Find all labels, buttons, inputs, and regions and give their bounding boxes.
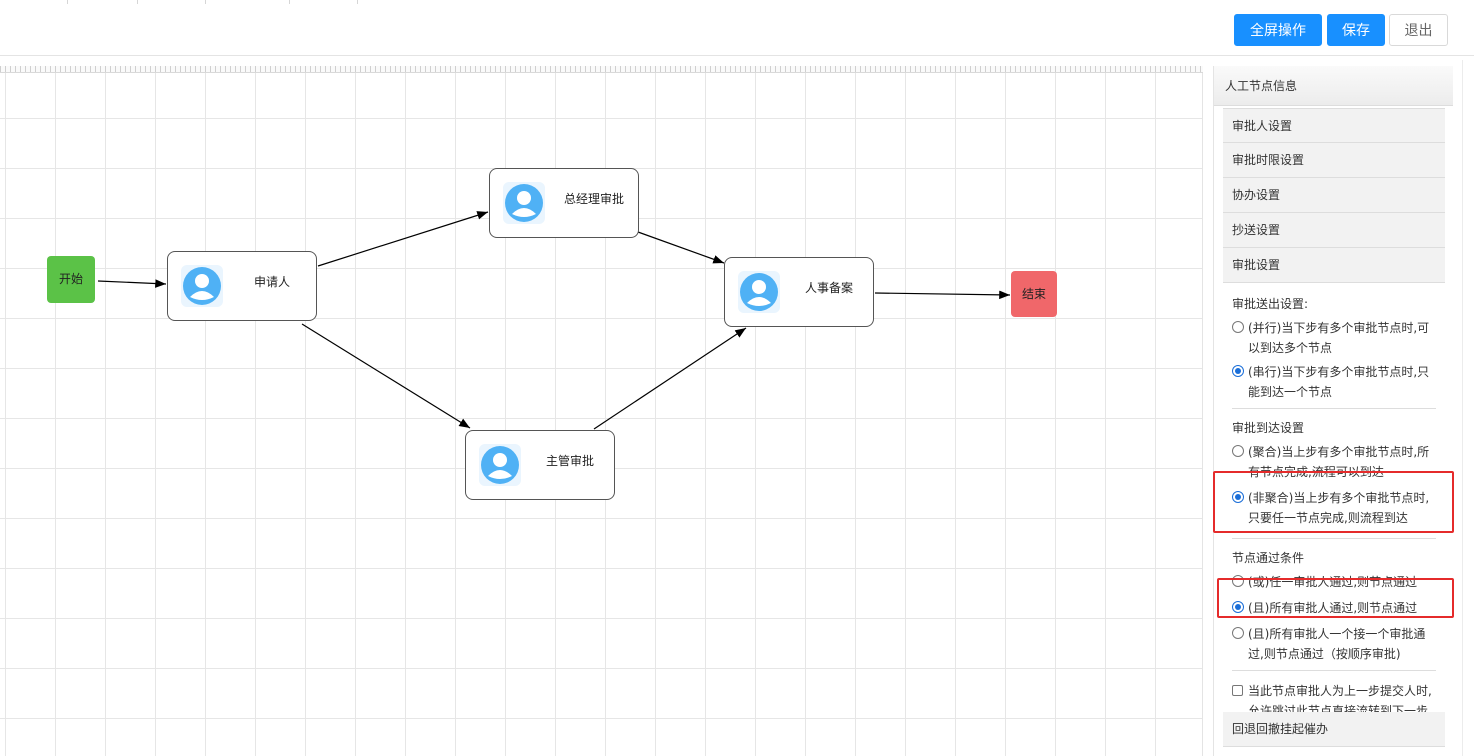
exit-button[interactable]: 退出	[1389, 14, 1448, 46]
flow-canvas[interactable]: 开始 结束 申请人 总经理审批 主管审批	[0, 66, 1203, 756]
task-node-hr-record[interactable]: 人事备案	[724, 257, 874, 327]
scrollbar[interactable]	[1462, 60, 1474, 756]
tab[interactable]	[290, 0, 358, 4]
panel-title: 人工节点信息	[1214, 66, 1453, 106]
radio-checked[interactable]	[1232, 491, 1244, 503]
tab-active[interactable]	[138, 0, 206, 4]
section-approver-settings[interactable]: 审批人设置	[1223, 108, 1445, 143]
task-node-supervisor-approval[interactable]: 主管审批	[465, 430, 615, 500]
option-label: (并行)当下步有多个审批节点时,可以到达多个节点	[1248, 321, 1430, 355]
section-rollback-settings[interactable]: 回退回撤挂起催办	[1223, 712, 1445, 747]
pass-option-sequential[interactable]: (且)所有审批人一个接一个审批通过,则节点通过（按顺序审批)	[1232, 624, 1436, 664]
edge-start-applicant[interactable]	[97, 279, 167, 288]
user-avatar-icon	[738, 271, 780, 313]
section-co-handle-settings[interactable]: 协办设置	[1223, 178, 1445, 213]
radio-checked[interactable]	[1232, 365, 1244, 377]
arrive-setting-title: 审批到达设置	[1232, 421, 1305, 435]
divider	[1232, 408, 1436, 409]
radio-unchecked[interactable]	[1232, 575, 1244, 587]
arrive-option-non-aggregate[interactable]: (非聚合)当上步有多个审批节点时,只要任一节点完成,则流程到达	[1232, 488, 1436, 528]
section-time-limit-settings[interactable]: 审批时限设置	[1223, 143, 1445, 178]
edge-supervisor-hr[interactable]	[593, 327, 747, 430]
fullscreen-button[interactable]: 全屏操作	[1234, 14, 1322, 46]
option-label: (串行)当下步有多个审批节点时,只能到达一个节点	[1248, 365, 1430, 399]
tab[interactable]	[206, 0, 290, 4]
option-label: (且)所有审批人通过,则节点通过	[1248, 601, 1418, 615]
user-avatar-icon	[503, 182, 545, 224]
edge-gm-hr[interactable]	[637, 231, 725, 264]
task-node-gm-approval[interactable]: 总经理审批	[489, 168, 639, 238]
option-label: (非聚合)当上步有多个审批节点时,只要任一节点完成,则流程到达	[1248, 491, 1430, 525]
user-avatar-icon	[479, 444, 521, 486]
approval-settings-body: 审批送出设置: (并行)当下步有多个审批节点时,可以到达多个节点 (串行)当下步…	[1223, 283, 1445, 721]
task-label: 主管审批	[546, 454, 595, 468]
task-label: 人事备案	[805, 281, 854, 295]
section-cc-settings[interactable]: 抄送设置	[1223, 213, 1445, 248]
checkbox-unchecked[interactable]	[1232, 685, 1243, 696]
edge-hr-end[interactable]	[874, 290, 1011, 300]
save-button[interactable]: 保存	[1327, 14, 1385, 46]
pass-option-any[interactable]: (或)任一审批人通过,则节点通过	[1232, 572, 1436, 592]
radio-checked[interactable]	[1232, 601, 1244, 613]
option-label: (聚合)当上步有多个审批节点时,所有节点完成,流程可以到达	[1248, 445, 1430, 479]
edge-applicant-gm[interactable]	[317, 211, 489, 267]
end-node[interactable]: 结束	[1011, 271, 1057, 317]
start-node[interactable]: 开始	[47, 256, 95, 303]
option-label: (且)所有审批人一个接一个审批通过,则节点通过（按顺序审批)	[1248, 627, 1426, 661]
flow-connectors	[97, 211, 1011, 430]
tab[interactable]	[68, 0, 138, 4]
option-label: (或)任一审批人通过,则节点通过	[1248, 575, 1418, 589]
send-setting-title: 审批送出设置:	[1232, 297, 1309, 311]
send-option-parallel[interactable]: (并行)当下步有多个审批节点时,可以到达多个节点	[1232, 318, 1436, 358]
tab[interactable]	[0, 0, 68, 4]
radio-unchecked[interactable]	[1232, 445, 1244, 457]
arrive-option-aggregate[interactable]: (聚合)当上步有多个审批节点时,所有节点完成,流程可以到达	[1232, 442, 1436, 482]
tab-strip	[0, 0, 1474, 4]
task-node-applicant[interactable]: 申请人	[167, 251, 317, 321]
pass-option-all[interactable]: (且)所有审批人通过,则节点通过	[1232, 598, 1436, 618]
pass-condition-title: 节点通过条件	[1232, 551, 1305, 565]
edge-applicant-supervisor[interactable]	[301, 323, 471, 429]
radio-unchecked[interactable]	[1232, 321, 1244, 333]
toolbar: 全屏操作 保存 退出	[0, 4, 1474, 56]
divider	[1232, 538, 1436, 539]
radio-unchecked[interactable]	[1232, 627, 1244, 639]
task-label: 总经理审批	[564, 192, 625, 206]
section-approval-settings[interactable]: 审批设置	[1223, 248, 1445, 283]
node-info-panel: 人工节点信息 审批人设置 审批时限设置 协办设置 抄送设置 审批设置 审批送出设…	[1213, 66, 1453, 756]
divider	[1232, 670, 1436, 671]
task-label: 申请人	[254, 275, 291, 289]
canvas-ruler	[0, 66, 1203, 73]
user-avatar-icon	[181, 265, 223, 307]
send-option-serial[interactable]: (串行)当下步有多个审批节点时,只能到达一个节点	[1232, 362, 1436, 402]
